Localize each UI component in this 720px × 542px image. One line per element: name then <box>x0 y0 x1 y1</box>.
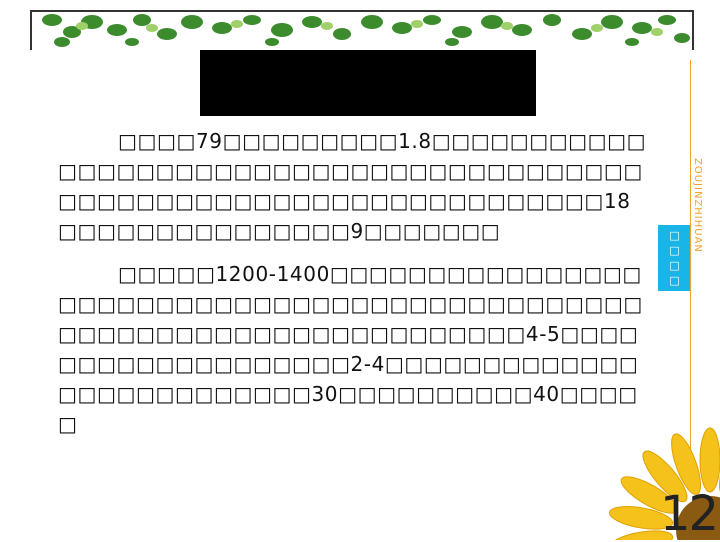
side-tab: □□□□ <box>658 225 690 291</box>
paragraph-2: □□□□□1200-1400□□□□□□□□□□□□□□□□□□□□□□□□□□… <box>58 259 650 439</box>
title-block <box>200 50 536 116</box>
sunflower-decoration-icon <box>609 427 720 540</box>
paragraph-2-text: □□□□□1200-1400□□□□□□□□□□□□□□□□□□□□□□□□□□… <box>58 262 643 436</box>
sunflower-decoration <box>600 420 720 540</box>
paragraph-1-text: □□□□79□□□□□□□□□1.8□□□□□□□□□□□□□□□□□□□□□□… <box>58 129 647 243</box>
vine-decoration-icon <box>42 14 690 47</box>
side-label: ZOUJINZHIHUAN <box>692 158 703 253</box>
vine-decoration-frame <box>30 10 694 50</box>
side-tab-label: □□□□ <box>668 229 681 289</box>
side-divider-line <box>690 60 691 450</box>
paragraph-1: □□□□79□□□□□□□□□1.8□□□□□□□□□□□□□□□□□□□□□□… <box>58 126 650 246</box>
page-number: 12 <box>660 486 719 542</box>
